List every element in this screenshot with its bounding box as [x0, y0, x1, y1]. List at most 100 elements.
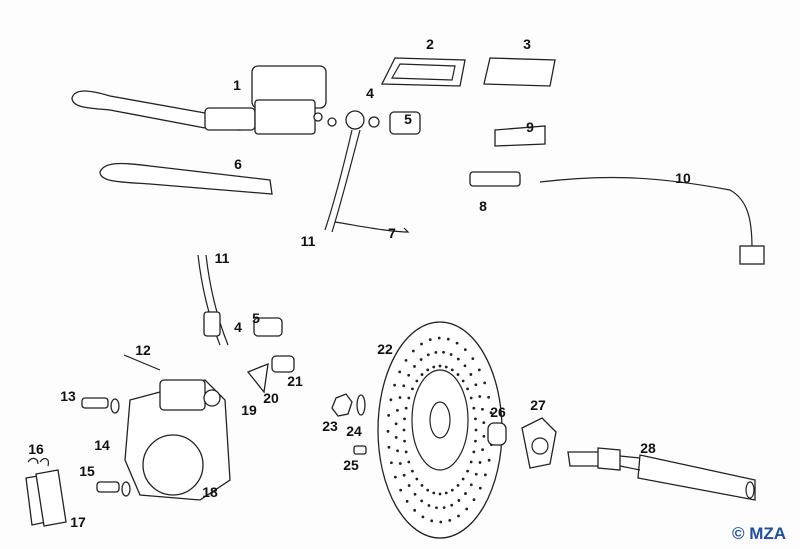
disc-hole	[481, 407, 484, 411]
disc-hole	[393, 475, 397, 479]
axle	[567, 447, 756, 501]
disc-hole	[404, 406, 408, 410]
disc-hole	[482, 421, 486, 425]
disc-hole	[389, 398, 393, 402]
disc-hole	[472, 450, 476, 454]
disc-hole	[444, 365, 448, 369]
disc-hole	[472, 406, 476, 410]
disc-hole	[403, 439, 406, 443]
part-label: 8	[479, 198, 487, 214]
disc-hole	[466, 387, 469, 391]
part-label: 14	[94, 437, 110, 453]
disc-hole	[444, 491, 448, 495]
disc-hole	[413, 492, 417, 496]
disc-hole	[426, 353, 430, 357]
disc-hole	[463, 348, 467, 352]
disc-hole	[402, 384, 406, 388]
disc-hole	[450, 368, 454, 372]
part-label: 18	[202, 484, 218, 500]
banjo-bolt-hose	[324, 110, 421, 233]
disc-hole	[478, 395, 482, 398]
disc-hole	[456, 484, 460, 487]
disc-hole	[398, 396, 402, 399]
part-label: 27	[530, 397, 546, 413]
disc-hole	[398, 370, 402, 374]
brake-pads	[25, 457, 67, 527]
disc-hole	[466, 469, 469, 473]
part-label: 21	[287, 373, 303, 389]
part-label: 2	[426, 36, 434, 52]
disc-hole	[394, 422, 398, 426]
disc-hole	[438, 364, 442, 368]
disc-hole	[405, 499, 409, 503]
part-label: 10	[675, 170, 691, 186]
disc-hole	[474, 439, 477, 443]
disc-hole	[411, 349, 415, 353]
part-label: 19	[241, 402, 257, 418]
disc-hole	[457, 499, 461, 502]
disc-hole	[487, 458, 491, 462]
brake-disc	[377, 321, 503, 539]
part-label: 1	[233, 77, 241, 93]
clutch-lever	[99, 162, 273, 195]
disc-hole	[438, 492, 442, 496]
part-label: 5	[252, 310, 260, 326]
part-label: 9	[526, 119, 534, 135]
disc-hole	[434, 350, 438, 354]
part-label: 6	[234, 156, 242, 172]
disc-hole	[407, 460, 411, 464]
disc-hole	[489, 411, 493, 415]
brake-lever-assembly	[71, 65, 337, 135]
disc-hole	[442, 506, 446, 510]
part-label: 11	[300, 233, 316, 249]
disc-hole	[478, 486, 482, 490]
disc-hole	[463, 364, 467, 368]
part-label: 5	[404, 111, 412, 127]
disc-hole	[471, 357, 475, 361]
disc-hole	[389, 461, 393, 465]
part-label: 20	[263, 390, 279, 406]
disc-hole	[435, 506, 438, 510]
disc-hole	[415, 477, 419, 481]
disc-hole	[413, 508, 417, 512]
part-label: 4	[234, 319, 242, 335]
disc-hole	[474, 428, 478, 432]
lower-hose	[197, 254, 295, 394]
disc-hole	[469, 396, 473, 400]
part-label: 26	[490, 404, 506, 420]
disc-hole	[387, 413, 391, 417]
part-label: 23	[322, 418, 338, 434]
part-label: 17	[70, 514, 86, 530]
part-label: 13	[60, 388, 76, 404]
disc-hole	[407, 396, 411, 400]
part-label: 16	[28, 441, 44, 457]
disc-hole	[472, 498, 476, 502]
disc-hole	[402, 428, 406, 432]
disc-hole	[465, 507, 469, 511]
disc-hole	[404, 450, 408, 454]
reservoir-cap-gasket	[380, 57, 466, 87]
part-label: 22	[377, 341, 393, 357]
disc-hole	[477, 368, 481, 372]
disc-hole	[464, 492, 467, 495]
copyright-mark: © MZA	[732, 524, 787, 543]
disc-hole	[457, 514, 460, 518]
disc-hole	[394, 435, 398, 439]
disc-hole	[432, 365, 436, 369]
disc-hole	[428, 338, 432, 342]
disc-hole	[474, 472, 478, 476]
reservoir-cap	[483, 57, 556, 87]
disc-hole	[461, 379, 465, 383]
disc-hole	[474, 383, 478, 387]
disc-hole	[439, 520, 443, 524]
disc-hole	[432, 491, 436, 495]
part-label: 28	[640, 440, 656, 456]
brake-light-switch	[469, 171, 765, 265]
disc-hole	[386, 429, 390, 433]
disc-hole	[450, 488, 454, 492]
disc-hole	[399, 488, 403, 492]
disc-hole	[407, 373, 411, 377]
spacer-speedo-drive	[487, 417, 557, 469]
disc-hole	[450, 503, 454, 507]
